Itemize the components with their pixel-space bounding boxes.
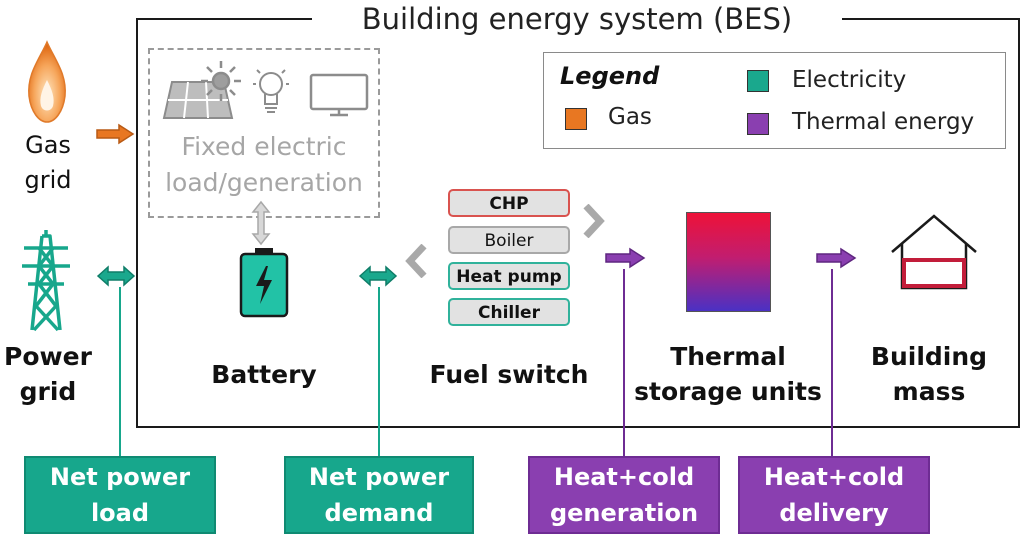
power-grid-label-line1: Power	[4, 342, 92, 371]
callout-heat-cold-delivery: Heat+cold delivery	[738, 456, 930, 534]
legend-label-electricity: Electricity	[792, 67, 907, 93]
callout-heat-cold-delivery-line2: delivery	[779, 499, 889, 527]
battery-fuelswitch-arrow	[358, 265, 398, 287]
tech-chiller: Chiller	[448, 298, 570, 326]
grid-exchange-arrow	[96, 265, 136, 287]
thermal-storage-label-line1: Thermal	[670, 342, 786, 371]
gas-grid-label-line2: grid	[24, 166, 72, 194]
gas-inflow-arrow	[96, 123, 135, 145]
fuel-switch-label: Fuel switch	[429, 360, 589, 389]
power-tower-icon	[22, 230, 70, 332]
fuel-switch-left-chevron-icon	[405, 244, 427, 278]
fixed-load-label-line1: Fixed electric	[181, 132, 347, 161]
callout-net-power-demand: Net power demand	[284, 456, 474, 534]
storage-building-arrow	[816, 247, 857, 269]
callout-heat-cold-generation-line1: Heat+cold	[553, 463, 695, 491]
callout-net-power-load: Net power load	[24, 456, 216, 534]
fuelswitch-storage-arrow	[605, 247, 646, 269]
light-bulb-icon	[253, 69, 289, 113]
callout-heat-cold-generation: Heat+cold generation	[528, 456, 720, 534]
tech-boiler: Boiler	[448, 226, 570, 254]
callout-net-power-load-line1: Net power	[49, 463, 191, 491]
power-grid-label-line2: grid	[19, 377, 77, 406]
diagram-title: Building energy system (BES)	[312, 0, 842, 38]
tech-heat-pump: Heat pump	[448, 262, 570, 290]
house-icon	[891, 214, 977, 290]
fixed-load-battery-arrow	[251, 200, 271, 246]
callout-net-power-demand-line1: Net power	[308, 463, 450, 491]
thermal-storage-tank	[686, 212, 771, 312]
flame-icon	[28, 40, 66, 123]
callout-heat-cold-delivery-line1: Heat+cold	[763, 463, 905, 491]
legend-label-thermal: Thermal energy	[792, 109, 975, 135]
building-mass-label-line1: Building	[870, 342, 988, 371]
sun-icon	[201, 61, 241, 101]
legend-label-gas: Gas	[608, 104, 652, 130]
legend-swatch-gas	[565, 108, 587, 130]
gas-grid-label-line1: Gas	[25, 131, 71, 159]
thermal-storage-label-line2: storage units	[634, 377, 822, 406]
legend-swatch-thermal	[747, 113, 769, 135]
legend-swatch-electricity	[747, 70, 769, 92]
fixed-load-label-line2: load/generation	[165, 168, 363, 197]
battery-icon	[239, 248, 289, 318]
callout-net-power-demand-line2: demand	[324, 499, 434, 527]
battery-label: Battery	[211, 360, 317, 389]
monitor-icon	[309, 73, 369, 117]
callout-net-power-load-line2: load	[90, 499, 150, 527]
fuel-switch-right-chevron-icon	[583, 204, 605, 238]
building-mass-label-line2: mass	[892, 377, 966, 406]
callout-heat-cold-generation-line2: generation	[549, 499, 699, 527]
legend	[543, 52, 1006, 149]
legend-title: Legend	[560, 62, 660, 90]
tech-chp: CHP	[448, 189, 570, 217]
